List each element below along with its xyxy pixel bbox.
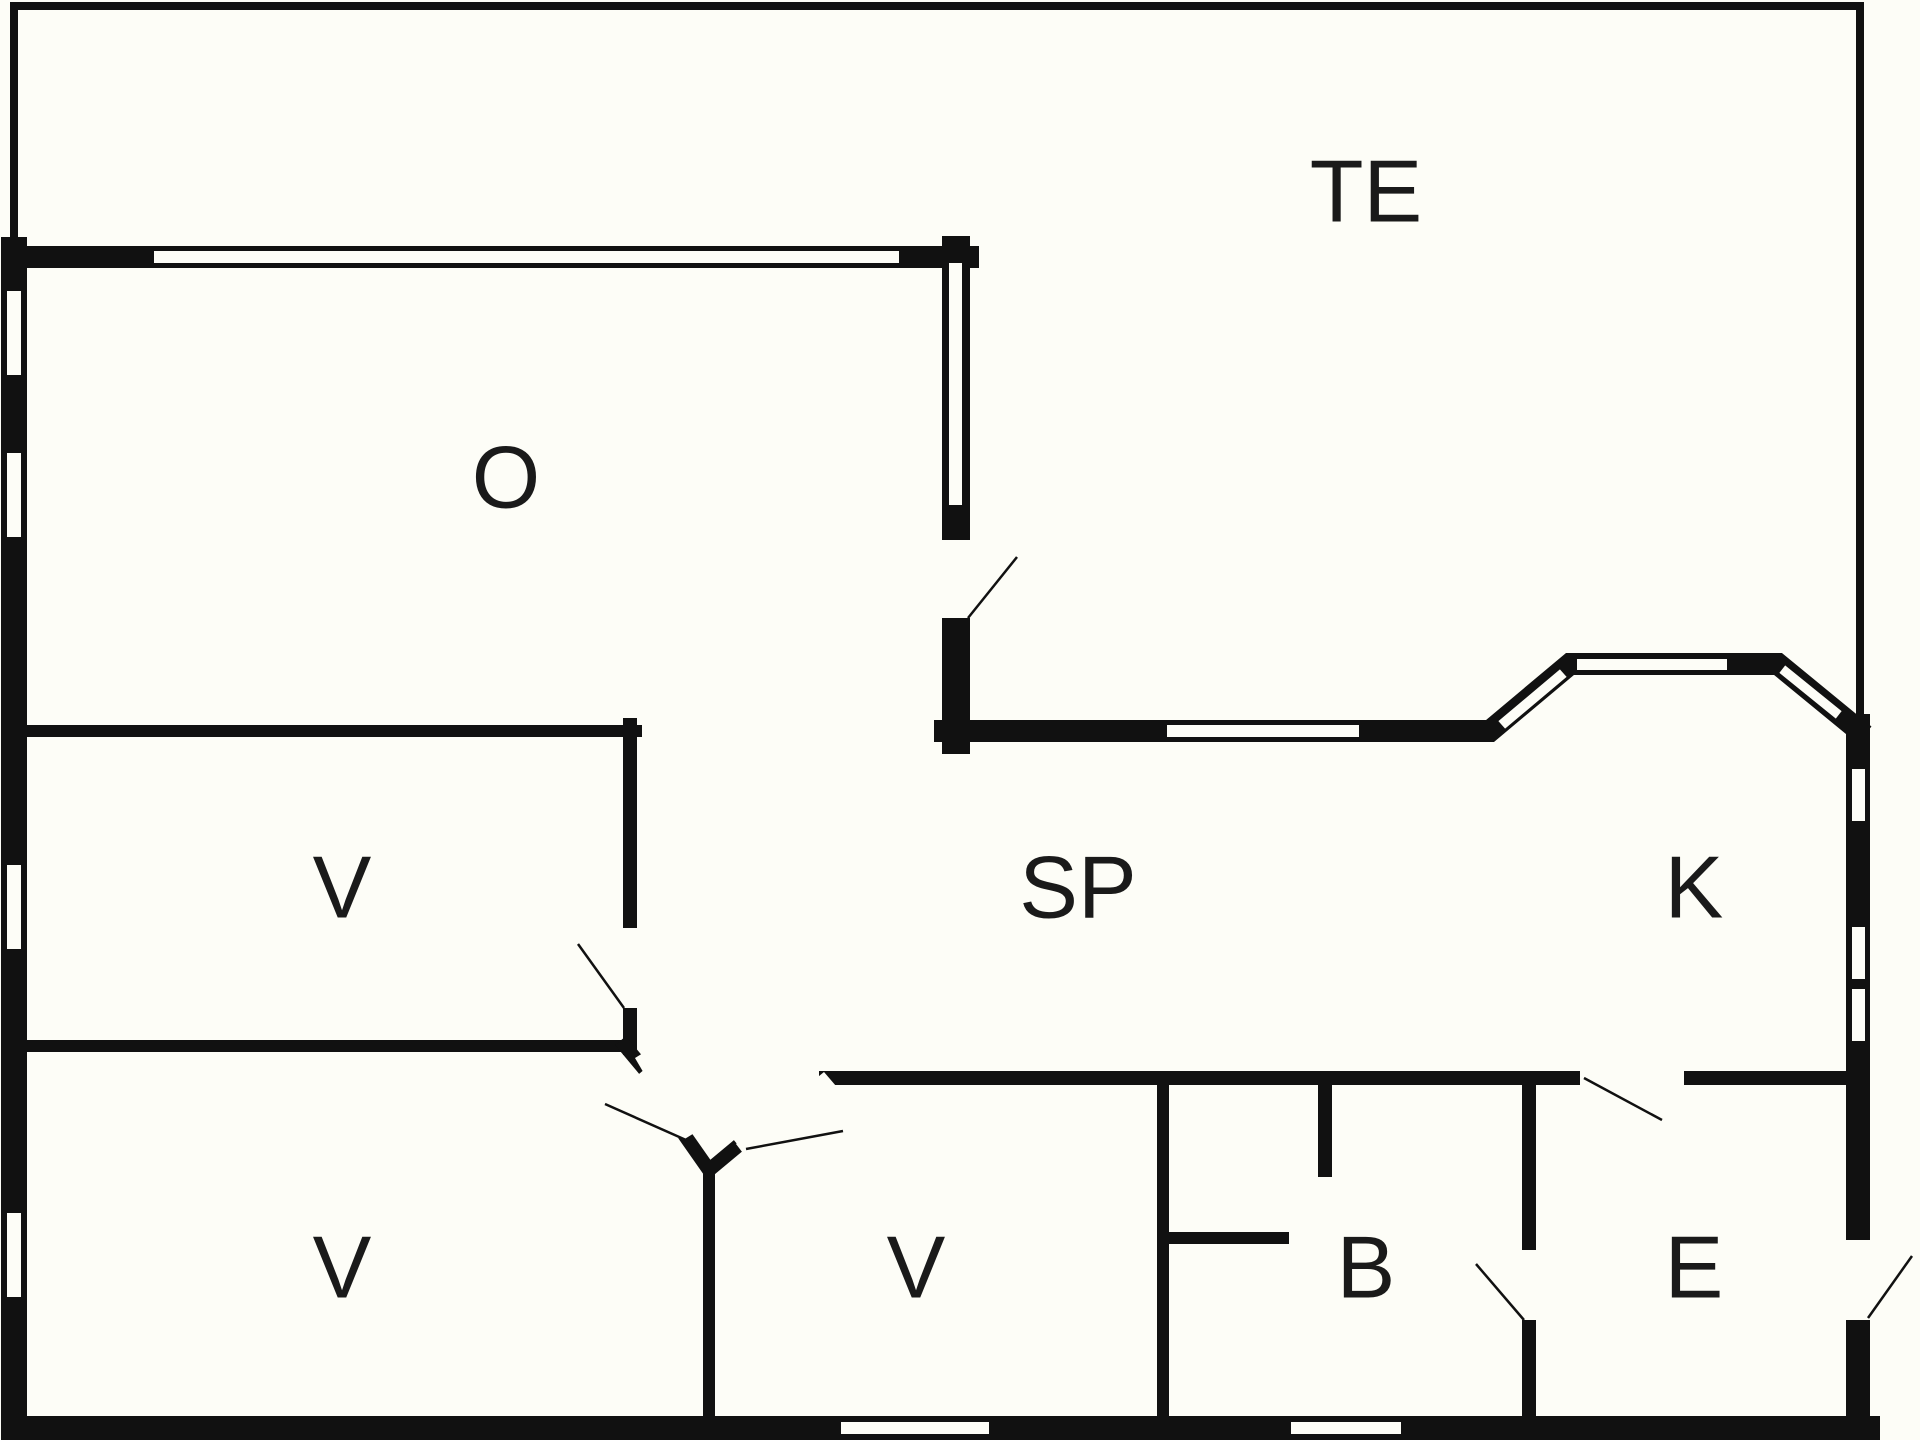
room-label-bathroom: B	[1337, 1217, 1396, 1316]
window-living-right	[947, 261, 964, 507]
door-leaf-bedroom1	[576, 943, 626, 1009]
window-right-2	[1850, 925, 1867, 981]
terrace-outline	[10, 2, 1864, 724]
window-bottom-2	[1289, 1420, 1403, 1436]
door-gap-bathroom	[1521, 1250, 1537, 1320]
room-label-bedroom-1: V	[313, 837, 372, 936]
door-leaf-bedroom3	[745, 1129, 844, 1151]
room-label-living: O	[472, 427, 540, 526]
room-label-kitchen: K	[1665, 837, 1724, 936]
window-left-3	[5, 863, 23, 951]
window-bay-right	[1776, 662, 1845, 722]
room-label-bedroom-3: V	[887, 1217, 946, 1316]
window-bottom-1	[839, 1420, 991, 1436]
door-leaf-living-terrace	[967, 556, 1018, 619]
room-label-bedroom-2: V	[313, 1217, 372, 1316]
window-bay-top	[1575, 657, 1729, 672]
door-gap-living-terrace	[942, 540, 970, 618]
door-gap-bedroom3	[736, 1072, 836, 1157]
door-leaf-main	[1866, 1255, 1914, 1319]
window-right-3	[1850, 987, 1867, 1043]
door-gap-entrance-top	[1580, 1070, 1684, 1086]
room-label-entrance: E	[1665, 1217, 1724, 1316]
window-bay-left	[1495, 666, 1570, 732]
window-sp-top	[1165, 723, 1361, 739]
room-label-terrace: TE	[1310, 141, 1422, 240]
window-left-4	[5, 1211, 23, 1299]
window-living-top	[152, 249, 901, 265]
window-left-2	[5, 451, 23, 539]
door-leaf-entrance-top	[1583, 1076, 1663, 1122]
door-gap-main	[1846, 1240, 1870, 1320]
door-leaf-bedroom2	[604, 1102, 687, 1142]
room-label-dining: SP	[1019, 837, 1136, 936]
door-gap-bedroom1	[622, 928, 638, 1008]
door-gap-bedroom2	[635, 1050, 696, 1140]
window-right-1	[1850, 767, 1867, 823]
door-leaf-bathroom	[1475, 1263, 1525, 1321]
window-left-1	[5, 289, 23, 377]
